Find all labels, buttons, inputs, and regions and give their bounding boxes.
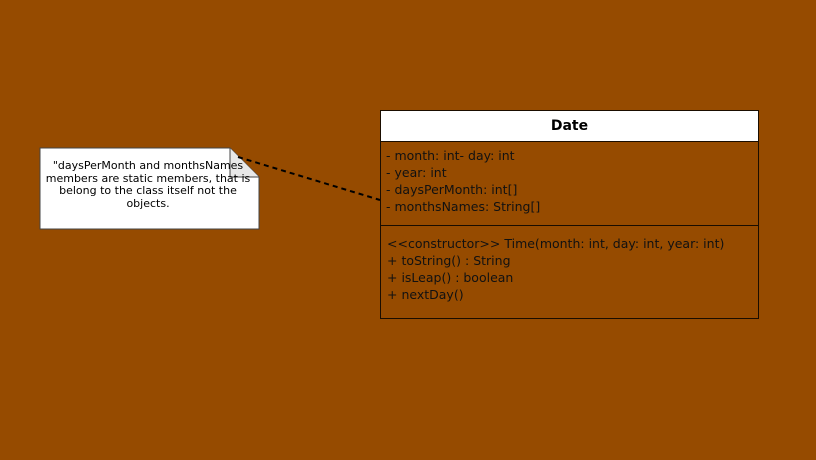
note-fold (229, 148, 259, 178)
attribute: - daysPerMonth: int[] (386, 182, 518, 197)
attribute: - monthsNames: String[] (386, 199, 541, 214)
note-line: objects. (126, 196, 170, 210)
method: <<constructor>> Time(month: int, day: in… (387, 236, 725, 251)
methods-compartment: <<constructor>> Time(month: int, day: in… (381, 226, 758, 303)
class-name: Date (381, 111, 758, 142)
method: + nextDay() (387, 287, 464, 302)
attribute: - month: int- day: int (386, 148, 515, 163)
note-line: "daysPerMonth and monthsNames (52, 159, 244, 172)
attribute: - year: int (386, 165, 447, 180)
note-line: belong to the class itself not the (59, 184, 237, 197)
method: + toString() : String (387, 253, 511, 268)
attributes-compartment: - month: int- day: int - year: int - day… (381, 142, 758, 226)
method: + isLeap() : boolean (387, 270, 514, 285)
note-text: "daysPerMonth and monthsNames members ar… (41, 159, 255, 210)
note-connector (237, 156, 381, 201)
class-date[interactable]: Date - month: int- day: int - year: int … (380, 110, 759, 319)
note-shape[interactable] (39, 147, 260, 230)
note-line: members are static members, that is (45, 171, 251, 185)
